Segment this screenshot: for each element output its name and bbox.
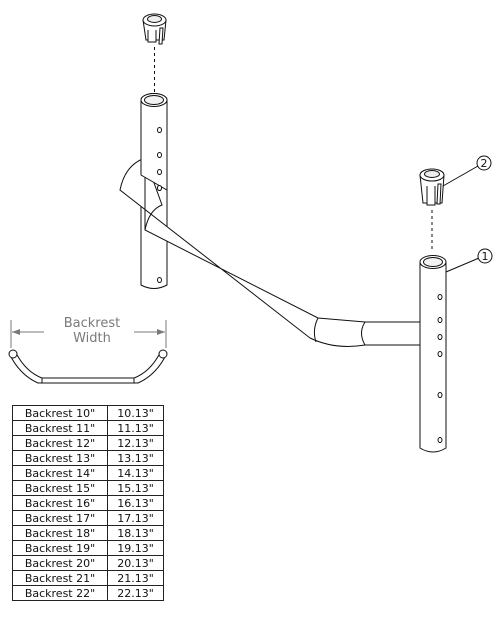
backrest-size-cell: Backrest 11" [12, 420, 108, 436]
backrest-size-cell: Backrest 20" [12, 555, 108, 571]
backrest-size-cell: Backrest 12" [12, 435, 108, 451]
table-row: Backrest 12"12.13" [12, 435, 164, 451]
table-row: Backrest 16"16.13" [12, 495, 164, 511]
width-value-cell: 15.13" [107, 480, 164, 496]
width-value-cell: 21.13" [107, 570, 164, 586]
backrest-size-cell: Backrest 22" [12, 585, 108, 601]
table-row: Backrest 15"15.13" [12, 480, 164, 496]
backrest-size-cell: Backrest 13" [12, 450, 108, 466]
width-value-cell: 17.13" [107, 510, 164, 526]
table-row: Backrest 11"11.13" [12, 420, 164, 436]
callout-1-number: 1 [482, 250, 489, 263]
left-tube-upper-segment [140, 93, 168, 191]
backrest-size-table: Backrest 10"10.13"Backrest 11"11.13"Back… [12, 405, 164, 601]
width-dimension [10, 320, 167, 348]
right-upright-tube [419, 255, 447, 453]
backrest-size-cell: Backrest 16" [12, 495, 108, 511]
callout-2: 2 [442, 155, 492, 187]
width-value-cell: 14.13" [107, 465, 164, 481]
width-value-cell: 11.13" [107, 420, 164, 436]
width-value-cell: 19.13" [107, 540, 164, 556]
table-row: Backrest 18"18.13" [12, 525, 164, 541]
dimension-label-width: Width [73, 331, 111, 346]
backrest-size-cell: Backrest 19" [12, 540, 108, 556]
backrest-size-cell: Backrest 15" [12, 480, 108, 496]
right-tube-cap [419, 168, 445, 206]
table-row: Backrest 20"20.13" [12, 555, 164, 571]
width-value-cell: 10.13" [107, 405, 164, 421]
width-value-cell: 22.13" [107, 585, 164, 601]
table-row: Backrest 17"17.13" [12, 510, 164, 526]
backrest-size-cell: Backrest 21" [12, 570, 108, 586]
left-tube-cap [142, 13, 167, 45]
table-row: Backrest 19"19.13" [12, 540, 164, 556]
backrest-size-cell: Backrest 10" [12, 405, 108, 421]
width-value-cell: 12.13" [107, 435, 164, 451]
backrest-size-cell: Backrest 17" [12, 510, 108, 526]
callout-2-number: 2 [481, 157, 488, 170]
table-row: Backrest 13"13.13" [12, 450, 164, 466]
dimension-label-backrest: Backrest [63, 316, 121, 331]
callout-1: 1 [445, 248, 493, 273]
frame-top-view [8, 349, 168, 384]
width-value-cell: 18.13" [107, 525, 164, 541]
width-value-cell: 20.13" [107, 555, 164, 571]
table-row: Backrest 10"10.13" [12, 405, 164, 421]
backrest-size-cell: Backrest 18" [12, 525, 108, 541]
backrest-size-cell: Backrest 14" [12, 465, 108, 481]
width-value-cell: 16.13" [107, 495, 164, 511]
table-row: Backrest 22"22.13" [12, 585, 164, 601]
width-value-cell: 13.13" [107, 450, 164, 466]
table-row: Backrest 14"14.13" [12, 465, 164, 481]
table-row: Backrest 21"21.13" [12, 570, 164, 586]
